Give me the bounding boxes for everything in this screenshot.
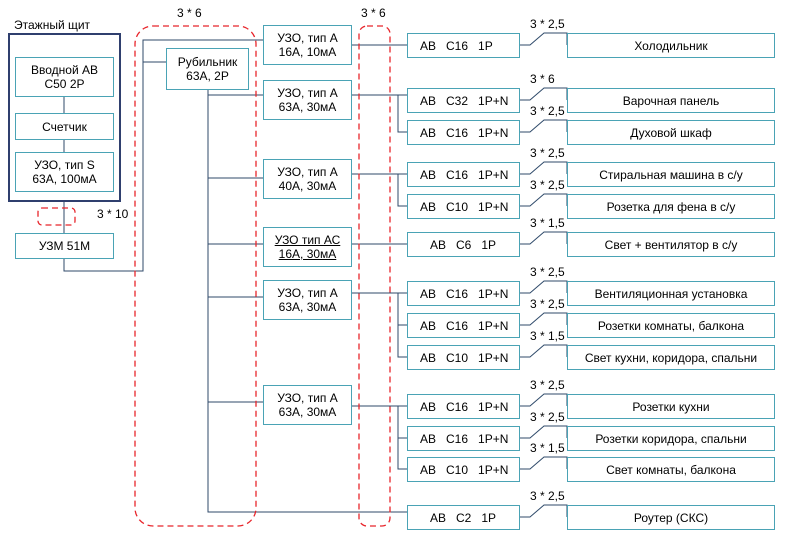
floor-panel: [8, 33, 121, 202]
wire: [520, 425, 568, 439]
cable-size-label: 3 * 2,5: [530, 489, 565, 503]
rcd-4: УЗО тип АС 16А, 30мА: [263, 227, 352, 267]
cable-size-label: 3 * 2,5: [530, 410, 565, 424]
cable-size-label: 3 * 2,5: [530, 378, 565, 392]
rcd-2: УЗО, тип А 63А, 30мА: [263, 80, 352, 120]
panel-rcd: УЗО, тип S 63А, 100мА: [15, 152, 114, 192]
load-12: Свет комнаты, балкона: [567, 457, 775, 482]
cable-size-label: 3 * 6: [361, 6, 386, 20]
cable-size-label: 3 * 2,5: [530, 104, 565, 118]
wire: [520, 344, 568, 358]
load-5: Розетка для фена в с/у: [567, 194, 775, 219]
cable-group-right: [358, 25, 391, 527]
wire: [520, 193, 568, 207]
wire: [520, 504, 568, 518]
load-4: Стиральная машина в с/у: [567, 162, 775, 187]
cable-size-label: 3 * 6: [530, 72, 555, 86]
wire: [520, 456, 568, 470]
breaker-5: АВ С10 1Р+N: [407, 194, 520, 219]
breaker-10: АВ С16 1Р+N: [407, 394, 520, 419]
breaker-8: АВ С16 1Р+N: [407, 313, 520, 338]
load-10: Розетки кухни: [567, 394, 775, 419]
cable-group-panel: [37, 207, 76, 226]
wire: [520, 393, 568, 407]
main-breaker: Вводной АВ С50 2Р: [15, 57, 114, 97]
cable-size-label: 3 * 1,5: [530, 329, 565, 343]
cable-size-label: 3 * 10: [97, 207, 129, 221]
wire: [520, 32, 568, 46]
breaker-12: АВ С10 1Р+N: [407, 457, 520, 482]
load-1: Холодильник: [567, 33, 775, 58]
wire: [520, 312, 568, 326]
wire: [397, 293, 407, 358]
floor-panel-title: Этажный щит: [14, 18, 91, 32]
cable-size-label: 3 * 2,5: [530, 146, 565, 160]
breaker-7: АВ С16 1Р+N: [407, 281, 520, 306]
breaker-6: АВ С6 1Р: [407, 232, 520, 257]
breaker-2: АВ С32 1Р+N: [407, 88, 520, 113]
cable-group-left: [134, 25, 257, 527]
load-11: Розетки коридора, спальни: [567, 426, 775, 451]
breaker-9: АВ С10 1Р+N: [407, 345, 520, 370]
wire: [207, 90, 407, 513]
breaker-1: АВ С16 1Р: [407, 33, 520, 58]
load-7: Вентиляционная установка: [567, 281, 775, 306]
load-2: Варочная панель: [567, 88, 775, 113]
wire: [397, 174, 407, 207]
breaker-3: АВ С16 1Р+N: [407, 120, 520, 145]
wire: [520, 119, 568, 133]
rcd-3: УЗО, тип А 40А, 30мА: [263, 159, 352, 199]
wire: [520, 231, 568, 245]
wire: [520, 87, 568, 101]
cable-size-label: 3 * 2,5: [530, 178, 565, 192]
voltage-relay-uzm: УЗМ 51М: [15, 233, 114, 259]
cable-size-label: 3 * 6: [177, 6, 202, 20]
wire: [397, 95, 407, 133]
cable-size-label: 3 * 2,5: [530, 265, 565, 279]
meter: Счетчик: [15, 113, 114, 140]
wire: [520, 280, 568, 294]
wire: [63, 39, 263, 272]
wire: [520, 161, 568, 175]
cable-size-label: 3 * 2,5: [530, 17, 565, 31]
load-3: Духовой шкаф: [567, 120, 775, 145]
main-switch: Рубильник 63А, 2Р: [166, 48, 249, 90]
breaker-4: АВ С16 1Р+N: [407, 162, 520, 187]
load-13: Роутер (СКС): [567, 505, 775, 530]
rcd-6: УЗО, тип А 63А, 30мА: [263, 385, 352, 425]
breaker-11: АВ С16 1Р+N: [407, 426, 520, 451]
load-6: Свет + вентилятор в с/у: [567, 232, 775, 257]
cable-size-label: 3 * 1,5: [530, 441, 565, 455]
load-9: Свет кухни, коридора, спальни: [567, 345, 775, 370]
rcd-5: УЗО, тип А 63А, 30мА: [263, 280, 352, 320]
load-8: Розетки комнаты, балкона: [567, 313, 775, 338]
wire: [397, 406, 407, 470]
rcd-1: УЗО, тип А 16А, 10мА: [263, 25, 352, 65]
cable-size-label: 3 * 1,5: [530, 216, 565, 230]
breaker-13: АВ С2 1Р: [407, 505, 520, 530]
cable-size-label: 3 * 2,5: [530, 297, 565, 311]
